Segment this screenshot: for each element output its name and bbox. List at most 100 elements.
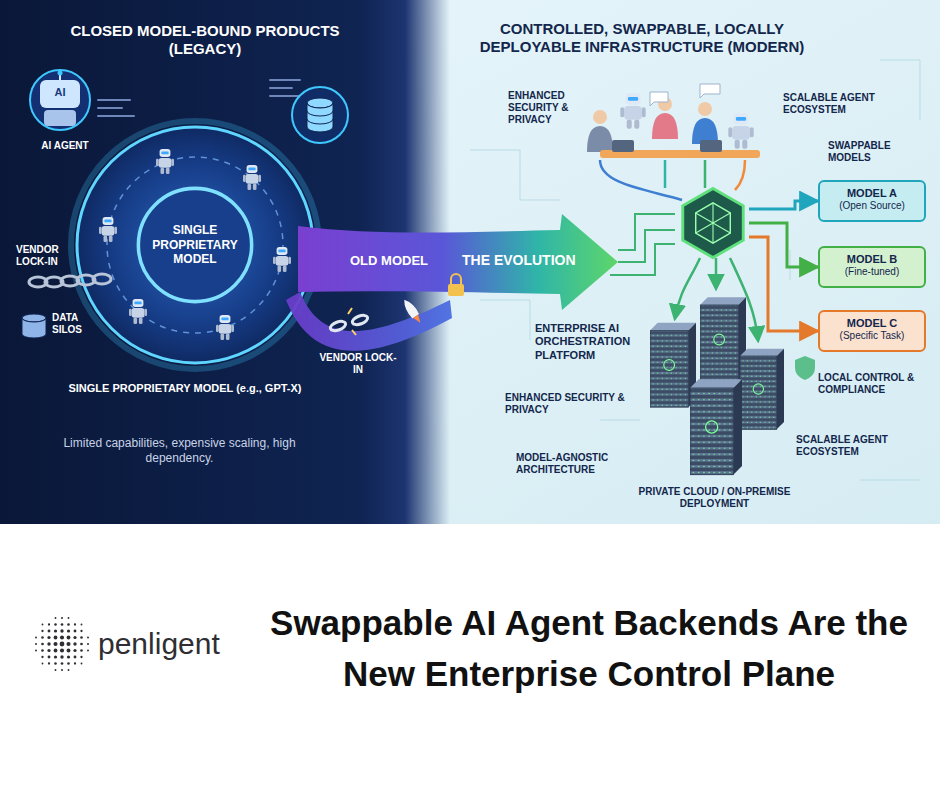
arrow-label: OLD MODEL [350,253,440,269]
node-title: MODEL A [824,187,920,200]
node-text: SINGLE PROPRIETARY MODEL [147,223,243,267]
model-box: MODEL C(Specific Task) [818,310,926,352]
logo-dot [48,630,51,633]
logo-dot [81,663,83,665]
logo-dot [68,669,70,671]
flow-arrow [749,237,818,331]
logo-dot [54,649,58,653]
logo-dot [53,642,57,646]
logo-dot [60,655,63,658]
logo-dot [48,656,51,659]
icon-label: AI AGENT [30,140,100,152]
logo-dot [80,636,83,639]
node-subtitle: (Fine-tuned) [824,266,920,278]
logo-dot [54,629,57,632]
logo-dot [47,649,50,652]
logo-dot [87,637,89,639]
logo-dot [61,623,64,626]
hub-hexagon: ENTERPRISE AI ORCHESTRATION PLATFORM [677,187,749,259]
callout-label: LOCAL CONTROL & COMPLIANCE [818,372,930,396]
logo-dot [41,636,44,639]
logo-dot [47,636,50,639]
logo-dot [41,643,44,646]
logo-dot [60,648,64,652]
logo-dot [60,629,63,632]
logo-dot [87,650,89,652]
logo-dot [74,656,77,659]
logo-dot [73,642,76,645]
logo-dot [80,649,83,652]
model-box: MODEL B(Fine-tuned) [818,246,926,288]
logo-dot [42,624,44,626]
logo-dot [41,649,44,652]
node-title: MODEL B [824,253,920,266]
logo-dot [41,630,43,632]
logo-dot [61,662,64,665]
callout-label: PRIVATE CLOUD / ON-PREMISE DEPLOYMENT [632,486,797,510]
logo-dot [55,669,57,671]
logo-dot [74,623,76,625]
page-title: Swappable AI Agent Backends Are the New … [244,598,934,700]
logo-dot [67,623,70,626]
logo-dot [66,642,70,646]
model-circle: SINGLE PROPRIETARY MODEL [136,186,254,304]
logo-dot [35,650,37,652]
logo-dot [67,636,71,640]
panel-heading: CLOSED MODEL-BOUND PRODUCTS (LEGACY) [45,22,365,59]
callout-label: DATA SILOS [52,312,102,336]
logo-dot [54,623,57,626]
logo-dot [54,636,58,640]
callout-label: VENDOR LOCK-IN [16,244,82,268]
callout-label: SCALABLE AGENT ECOSYSTEM [796,434,914,458]
model-box: MODEL A(Open Source) [818,180,926,222]
callout-label: SCALABLE AGENT ECOSYSTEM [783,92,901,116]
callout-label: SWAPPABLE MODELS [828,140,908,164]
logo-dot [47,642,50,645]
callout-label: ENHANCED SECURITY & PRIVACY [505,392,635,416]
note-text: Limited capabilities, expensive scaling,… [62,436,297,465]
icon-text: AI [40,86,80,99]
logo-dot [61,617,63,619]
logo-dot [55,617,57,619]
callout-label: ENHANCED SECURITY & PRIVACY [508,90,584,127]
logo-dot [67,662,70,665]
logo-dot [48,662,50,664]
logo-dot [74,630,77,633]
callout-label: VENDOR LOCK-IN [318,352,398,376]
hexagon-outline [677,187,749,259]
logo-dot [54,662,57,665]
arrow-label: THE EVOLUTION [462,252,582,269]
flow-arrow [749,201,818,209]
logo-dot [80,656,82,658]
logo-dot [67,649,71,653]
logo-dot [60,642,65,647]
logo-dot [67,629,70,632]
node-heading: ENTERPRISE AI ORCHESTRATION PLATFORM [535,322,647,362]
logo-dot [73,649,76,652]
node-subtitle: (Specific Task) [824,330,920,342]
logo-dot [67,655,70,658]
node-title: MODEL C [824,317,920,330]
logo-dot [81,624,83,626]
logo-dot [54,655,57,658]
logo-dot [80,630,82,632]
logo-dot [74,662,76,664]
logo-dot [48,623,50,625]
logo-dot [80,643,83,646]
callout-label: MODEL-AGNOSTIC ARCHITECTURE [516,452,634,476]
panel-heading: CONTROLLED, SWAPPABLE, LOCALLY DEPLOYABL… [465,20,819,57]
flow-arrow [749,223,818,267]
brand-name: penligent [98,626,248,663]
logo-dot [41,656,43,658]
logo-dot [35,643,37,645]
logo-dot [68,617,70,619]
caption-label: SINGLE PROPRIETARY MODEL (e.g., GPT-X) [60,382,310,395]
logo-dot [42,663,44,665]
logo-dot [61,669,63,671]
logo-dot [73,636,76,639]
node-subtitle: (Open Source) [824,200,920,212]
logo-dot [35,637,37,639]
logo-dot [87,643,89,645]
logo-dot [60,635,64,639]
